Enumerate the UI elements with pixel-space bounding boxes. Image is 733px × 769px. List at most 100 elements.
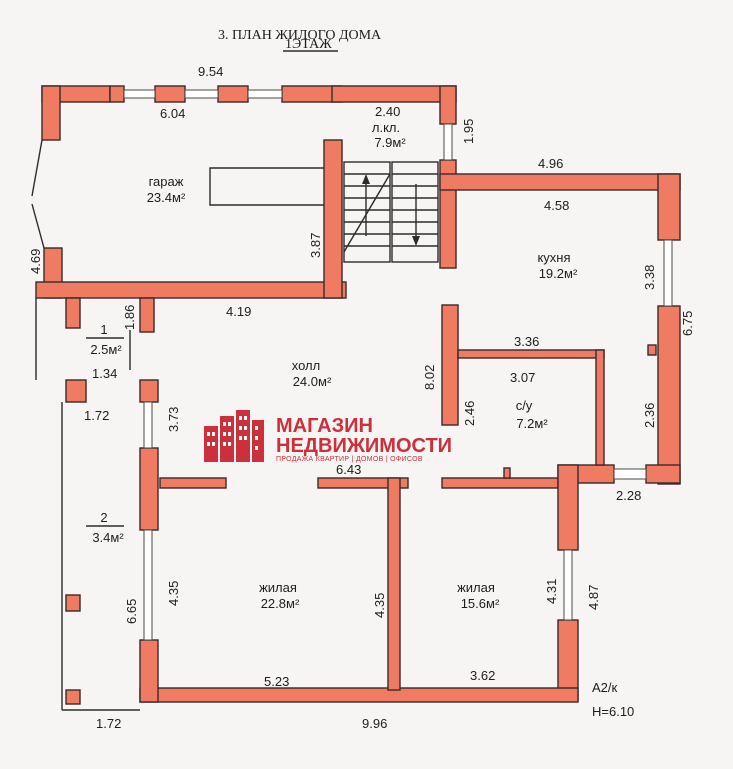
dim-3-07: 3.07 (510, 370, 535, 385)
dim-6-43: 6.43 (336, 462, 361, 477)
wall-garage-top-a (109, 85, 125, 103)
dim-3-62: 3.62 (470, 668, 495, 683)
wall-stairs-top (331, 85, 457, 103)
wall-garage-bottom (35, 281, 347, 299)
wall-living-top-mid (317, 477, 409, 489)
wall-room2-nub-a (65, 594, 81, 612)
garage-door-line-a (31, 139, 43, 197)
stair-down-arrowhead (412, 236, 420, 246)
wall-kitchen-right-top (657, 173, 681, 241)
dim-1-34: 1.34 (92, 366, 117, 381)
wall-room1-bottom (65, 379, 87, 403)
dim-5-23: 5.23 (264, 674, 289, 689)
room-stairs-area: 7.9м² (374, 135, 406, 150)
dim-1-86: 1.86 (122, 305, 137, 330)
room-garage-name: гараж (149, 174, 184, 189)
stair-flight-left (343, 161, 391, 263)
room-hall-area: 24.0м² (293, 374, 332, 389)
dim-3-87: 3.87 (308, 233, 323, 258)
watermark-logo: МАГАЗИН НЕДВИЖИМОСТИ ПРОДАЖА КВАРТИР | Д… (204, 410, 452, 463)
room-1-name: 1 (100, 322, 107, 337)
window-stairs (443, 123, 453, 161)
wall-kitchen-nub (647, 344, 657, 356)
dim-6-04: 6.04 (160, 106, 185, 121)
wall-living1-top-left (159, 477, 227, 489)
dim-8-02: 8.02 (422, 365, 437, 390)
stair-diagonal (343, 173, 391, 253)
dim-1-95: 1.95 (461, 119, 476, 144)
wall-garage-left-top (41, 85, 61, 141)
building-type-note: А2/к (592, 680, 618, 695)
room-living1-name: жилая (259, 580, 297, 595)
room-2-name: 2 (100, 510, 107, 525)
plan-subtitle: 1ЭТАЖ (285, 37, 332, 52)
room-kitchen-area: 19.2м² (539, 266, 578, 281)
walls (35, 85, 681, 705)
window-kitchen-bottom (613, 468, 647, 480)
windows (123, 89, 673, 641)
room-living1-area: 22.8м² (261, 596, 300, 611)
wall-living-partition (387, 477, 401, 691)
building-height-note: Н=6.10 (592, 704, 634, 719)
window-garage-c (247, 89, 283, 99)
window-garage-b (184, 89, 219, 99)
dim-4-19: 4.19 (226, 304, 251, 319)
wall-garage-top-b (154, 85, 186, 103)
dim-2-36: 2.36 (642, 403, 657, 428)
wall-wc-nub (503, 467, 511, 479)
window-hall (143, 401, 153, 449)
stair-up-arrowhead (362, 174, 370, 184)
wall-room1-right (139, 297, 155, 333)
logo-tagline: ПРОДАЖА КВАРТИР | ДОМОВ | ОФИСОВ (276, 456, 423, 463)
dim-4-87: 4.87 (586, 585, 601, 610)
garage-door-swing (31, 139, 45, 249)
dim-4-31: 4.31 (544, 579, 559, 604)
building-icon (204, 410, 264, 462)
room-2-area: 3.4м² (92, 530, 124, 545)
dim-3-38: 3.38 (642, 265, 657, 290)
garage-door-line-b (31, 203, 45, 249)
staircase (343, 161, 439, 263)
garage-ramp (209, 167, 324, 206)
wall-stairs-right-top (439, 85, 457, 125)
wall-room1-left (65, 297, 81, 329)
dim-4-69: 4.69 (28, 249, 43, 274)
wall-garage-stairs (323, 139, 343, 299)
stair-flight-right (391, 161, 439, 263)
dim-1-72-top: 1.72 (84, 408, 109, 423)
room-living2-name: жилая (457, 580, 495, 595)
window-living2 (563, 549, 573, 621)
wall-hall-left-top (139, 379, 159, 403)
wall-wc-bottom (441, 477, 559, 489)
wall-kitchen-top (439, 173, 681, 191)
window-garage-a (123, 89, 156, 99)
dim-2-28: 2.28 (616, 488, 641, 503)
wall-garage-top-c (217, 85, 249, 103)
room-stairs-name: л.кл. (372, 120, 400, 135)
wall-kitchen-bottom-right (645, 464, 681, 484)
wall-hall-kitchen (441, 304, 459, 426)
wall-wc-right (595, 349, 605, 466)
room-living2-area: 15.6м² (461, 596, 500, 611)
window-kitchen (663, 239, 673, 307)
dimensions: 9.54 6.04 2.40 1.95 4.96 4.58 4.69 3.87 … (28, 64, 695, 731)
wall-hall-left-bottom (139, 639, 159, 703)
stair-ramp (209, 167, 324, 206)
wall-hall-left-mid (139, 447, 159, 531)
dim-4-35-left: 4.35 (166, 581, 181, 606)
wall-bottom (139, 687, 579, 703)
dim-1-72-bottom: 1.72 (96, 716, 121, 731)
wall-room2-nub-b (65, 689, 81, 705)
room-hall-name: холл (292, 358, 320, 373)
plan-title: 3. ПЛАН ЖИЛОГО ДОМА (218, 28, 382, 43)
logo-line2: НЕДВИЖИМОСТИ (276, 435, 452, 457)
room-wc-name: с/у (516, 398, 533, 413)
window-living1 (143, 529, 153, 641)
room-labels: гараж 23.4м² л.кл. 7.9м² кухня 19.2м² хо… (90, 120, 578, 611)
wall-wc-top (457, 349, 605, 359)
dim-3-73: 3.73 (166, 407, 181, 432)
dim-6-65: 6.65 (124, 599, 139, 624)
dim-9-54: 9.54 (198, 64, 223, 79)
dim-3-36: 3.36 (514, 334, 539, 349)
